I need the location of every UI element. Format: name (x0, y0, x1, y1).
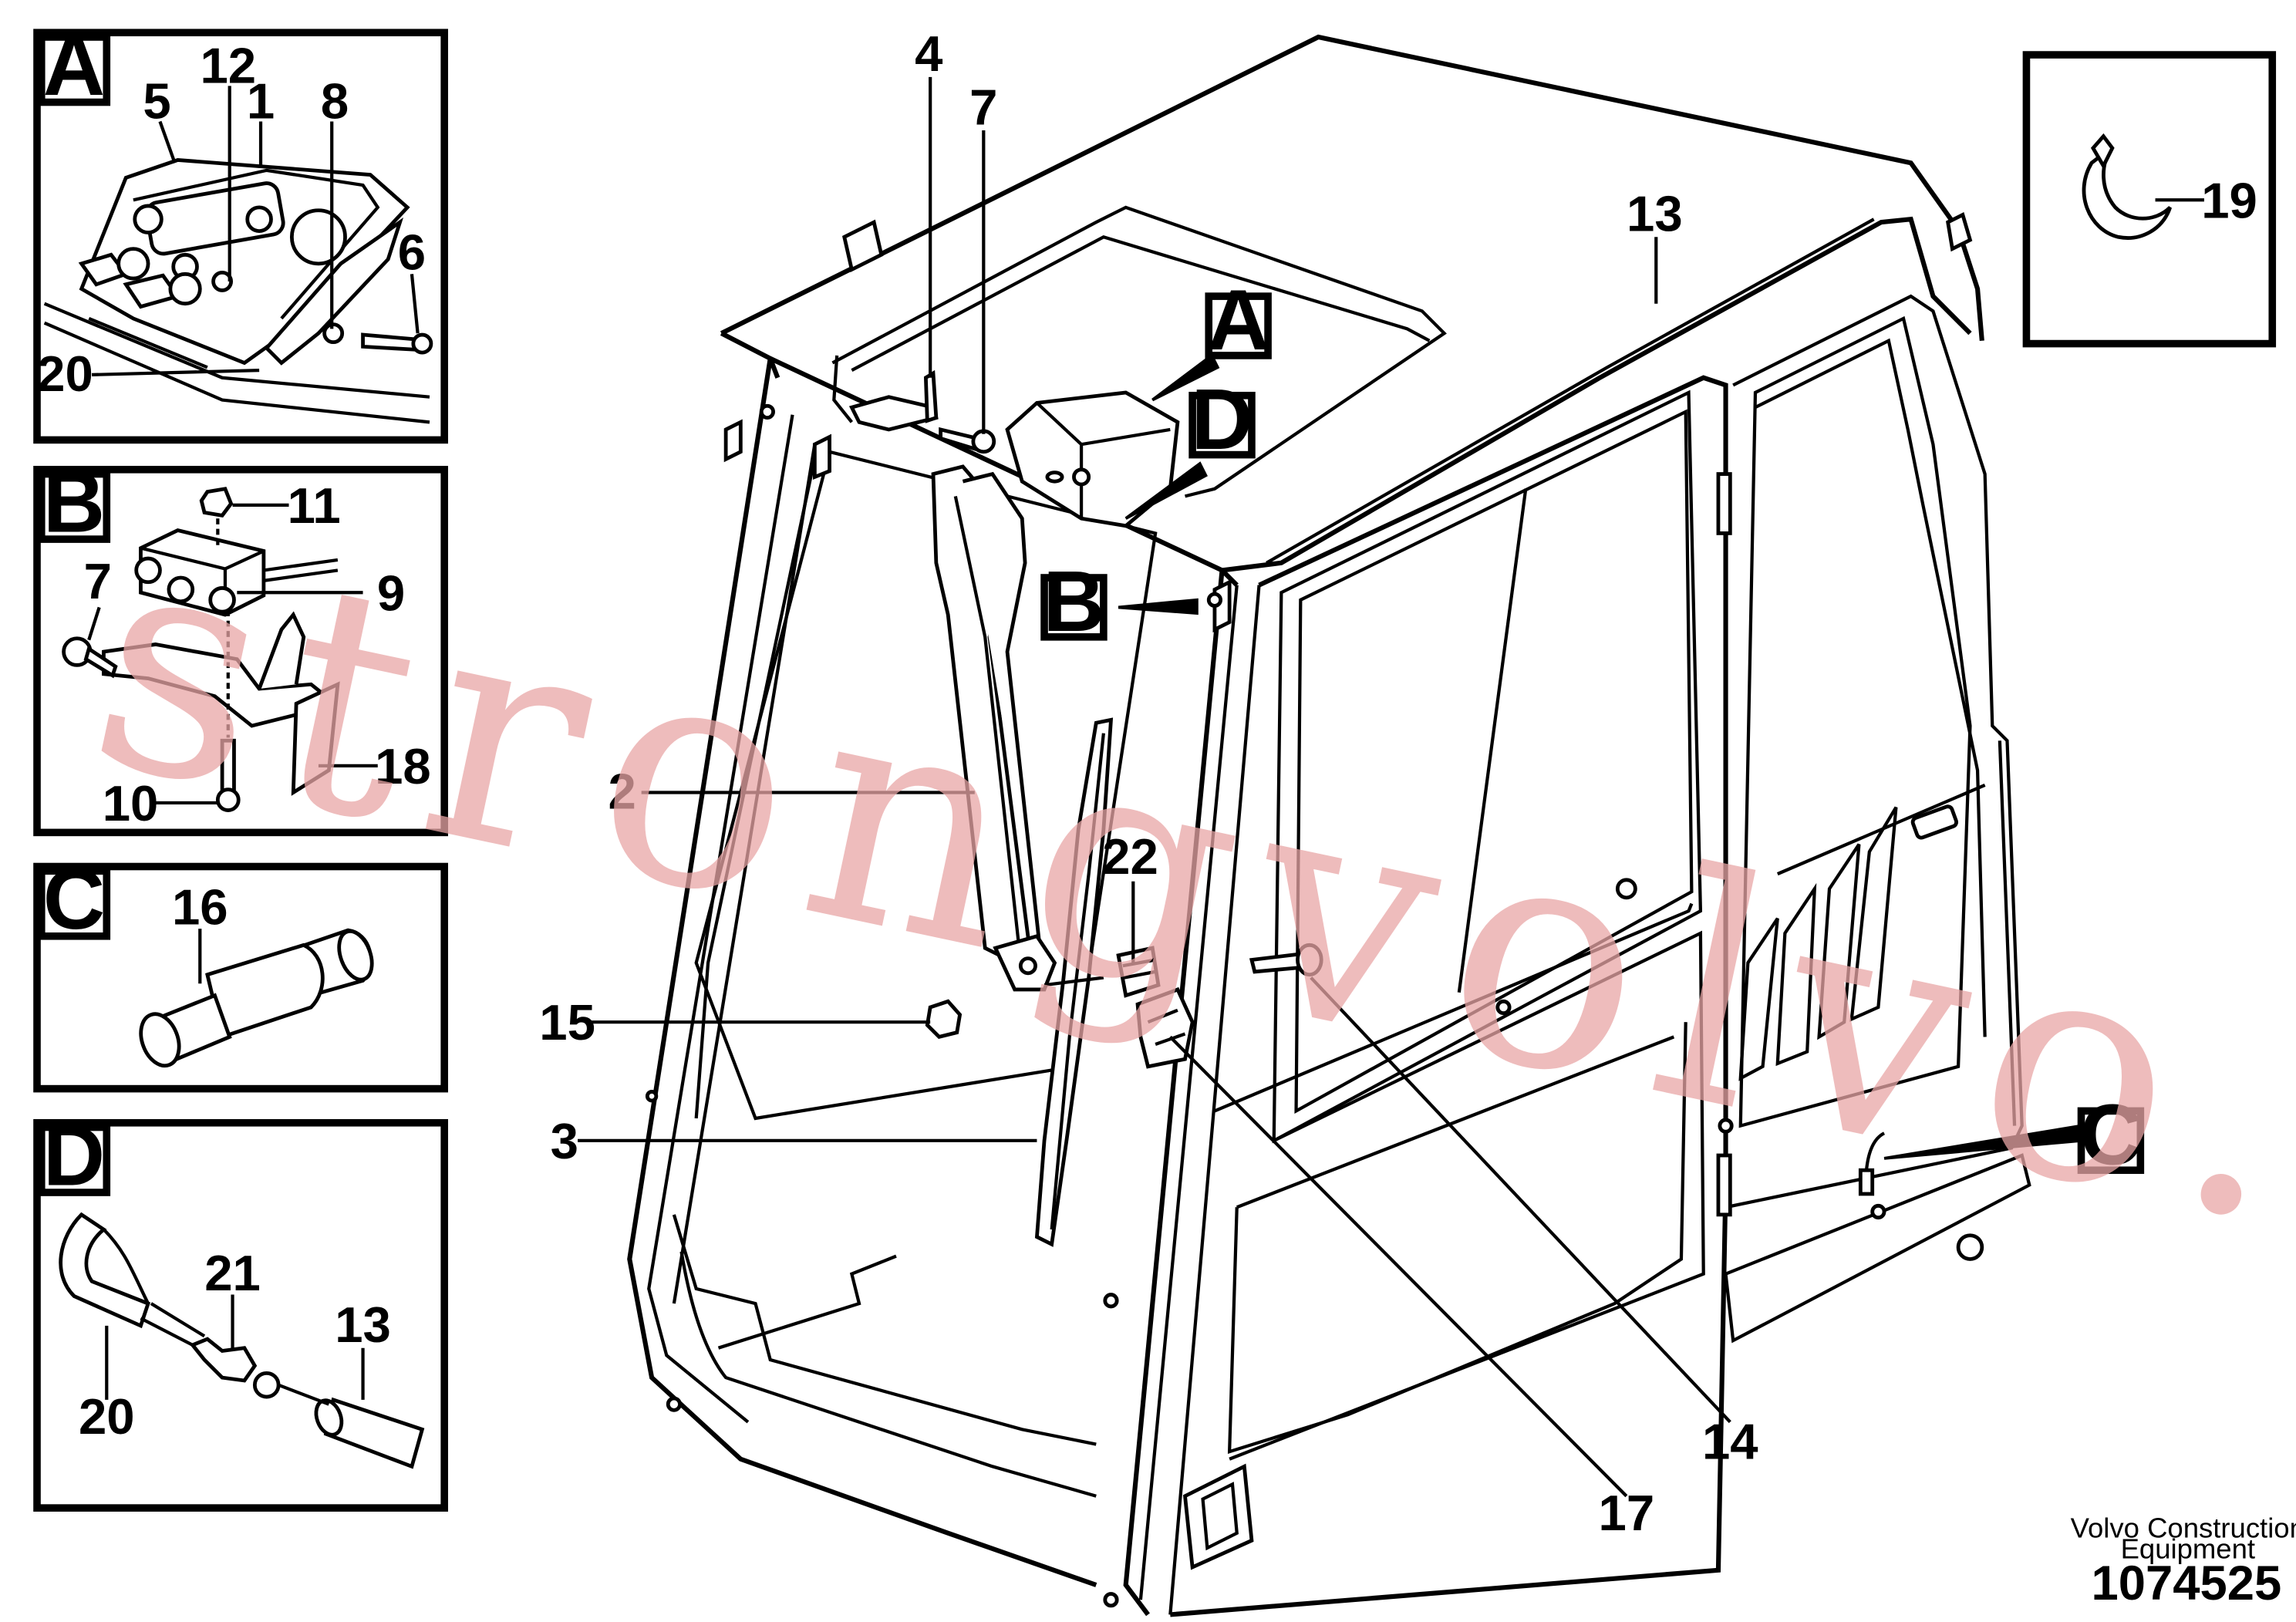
washer-nozzle-pair (78, 247, 202, 309)
detail-c-tag: C (43, 851, 105, 947)
rear-handle (1910, 804, 1959, 840)
cap-nut-15 (925, 999, 963, 1040)
vent-slot-2 (1775, 882, 1817, 1067)
label-6: 6 (398, 224, 426, 281)
detail-c-tag-box (37, 867, 111, 940)
label-17: 17 (1599, 1485, 1655, 1541)
detail-b-tag-box (37, 470, 111, 543)
label-19: 19 (2201, 172, 2257, 228)
detail-d-tag: D (43, 1107, 105, 1203)
cab-roof-outline (720, 34, 1984, 341)
side-door-frame (1170, 375, 1728, 1617)
hinge-lower (1716, 1153, 1732, 1217)
label-15: 15 (539, 994, 595, 1050)
label-11: 11 (288, 477, 341, 534)
detail-a-tag-box (37, 33, 111, 106)
vent-slot-3 (1817, 843, 1861, 1040)
bracket-22-17 (1116, 946, 1195, 1069)
label-13-d: 13 (335, 1297, 391, 1353)
washer-hose-13 (278, 1383, 425, 1469)
callout-a: A (1207, 271, 1269, 368)
reference-number: 1074525 (2092, 1556, 2282, 1610)
wiper-arm-2 (931, 464, 1057, 992)
label-21: 21 (204, 1245, 261, 1301)
detail-view-c: C 16 (33, 851, 448, 1093)
callout-a-box (1205, 292, 1272, 359)
rear-hose-fitting (1858, 1131, 1886, 1196)
cable-tie-19 (2082, 147, 2173, 240)
leader-14 (1310, 976, 1731, 1424)
callout-b-box (1040, 574, 1108, 641)
detail-b-tag: B (43, 454, 105, 550)
arrow-b (1118, 598, 1199, 615)
detail-view-b: B 11 9 7 18 10 (33, 454, 448, 837)
label-16: 16 (172, 878, 228, 935)
vent-slot-1 (1738, 917, 1779, 1081)
label-7-main: 7 (969, 79, 997, 135)
washer-hose-20 (59, 1212, 151, 1329)
label-3: 3 (551, 1113, 578, 1169)
label-18: 18 (375, 738, 431, 794)
maker-line-1: Volvo Construction (2071, 1512, 2296, 1544)
label-5: 5 (143, 73, 170, 130)
label-14: 14 (1702, 1414, 1758, 1470)
label-8: 8 (321, 73, 349, 130)
label-20-d: 20 (79, 1388, 135, 1445)
label-9: 9 (377, 565, 405, 621)
maker-line-2: Equipment (2121, 1533, 2255, 1564)
door-handle (1182, 1463, 1254, 1570)
callout-c-box (2077, 1107, 2145, 1175)
wiper-blade-3 (1034, 717, 1114, 1247)
label-12: 12 (200, 38, 256, 94)
bolt-6 (361, 332, 417, 352)
detail-view-d: D 21 13 20 (33, 1107, 448, 1512)
label-20-a: 20 (37, 346, 93, 402)
detail-view-a: A 12 5 1 8 (33, 17, 448, 444)
wiper-motor-assembly (848, 369, 1180, 528)
detail-a-tag: A (43, 17, 105, 113)
leader-17 (1168, 1035, 1628, 1498)
detail-a-rail-top (43, 302, 430, 399)
nut-11 (199, 487, 234, 518)
detail-a-rail-bottom (43, 321, 430, 424)
callout-c: C (2080, 1087, 2142, 1183)
callout-d: D (1191, 371, 1253, 467)
callout-d-box (1188, 391, 1256, 459)
label-1: 1 (247, 73, 275, 130)
connector-21 (140, 1302, 281, 1399)
operator-cab (627, 34, 2031, 1617)
bolt-14 (1249, 943, 1323, 977)
detail-cable-tie-frame (2022, 51, 2277, 348)
arrow-a (1151, 353, 1220, 402)
vent-slot-4 (1849, 806, 1898, 1022)
front-frame-right (1123, 570, 1225, 1617)
hose-connector-16 (139, 928, 374, 1068)
label-22: 22 (1102, 828, 1158, 885)
callout-b: B (1043, 553, 1104, 649)
label-2: 2 (609, 764, 636, 820)
front-frame-left (627, 358, 1097, 1587)
detail-view-cable-tie: 19 (2022, 51, 2277, 348)
detail-d-tag-box (37, 1123, 111, 1196)
label-7-b: 7 (84, 553, 112, 609)
arrow-d (1124, 461, 1208, 520)
label-10: 10 (103, 775, 159, 831)
roof-skylight (831, 205, 1447, 498)
label-13-main: 13 (1627, 186, 1683, 242)
hinge-upper (1716, 472, 1732, 535)
label-4: 4 (915, 25, 942, 82)
